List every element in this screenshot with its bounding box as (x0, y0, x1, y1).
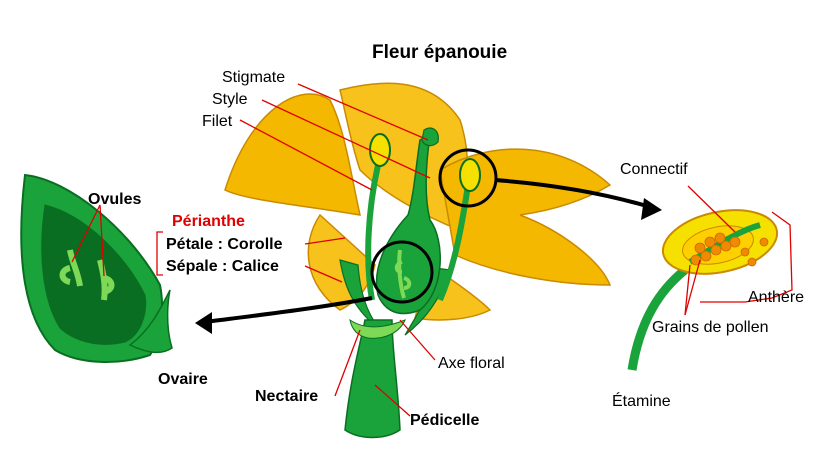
label-anthere: Anthère (748, 289, 804, 306)
label-pedicelle: Pédicelle (410, 412, 479, 429)
leader-axe-floral (400, 320, 435, 360)
bracket-perianthe (157, 232, 163, 275)
arrow-head-ovary (195, 312, 212, 334)
anther-right (460, 159, 480, 191)
arrow-head-anther (641, 198, 662, 220)
label-grains-pollen: Grains de pollen (652, 319, 769, 336)
label-ovules: Ovules (88, 191, 141, 208)
label-ovaire: Ovaire (158, 371, 208, 388)
arrow-to-ovary (205, 298, 372, 322)
label-nectaire: Nectaire (255, 388, 318, 405)
stigma (422, 128, 438, 146)
label-perianthe: Périanthe (172, 213, 245, 230)
label-etamine: Étamine (612, 391, 671, 410)
label-petale: Pétale : Corolle (166, 236, 283, 253)
anther-left (370, 134, 390, 166)
petal-left (225, 94, 360, 215)
stamen-detail (632, 201, 783, 370)
diagram-title: Fleur épanouie (372, 42, 507, 63)
label-stigmate: Stigmate (222, 69, 285, 86)
label-filet: Filet (202, 113, 233, 130)
label-sepale: Sépale : Calice (166, 258, 279, 275)
label-axe-floral: Axe floral (438, 355, 505, 372)
label-style: Style (212, 91, 248, 108)
label-connectif: Connectif (620, 161, 688, 178)
